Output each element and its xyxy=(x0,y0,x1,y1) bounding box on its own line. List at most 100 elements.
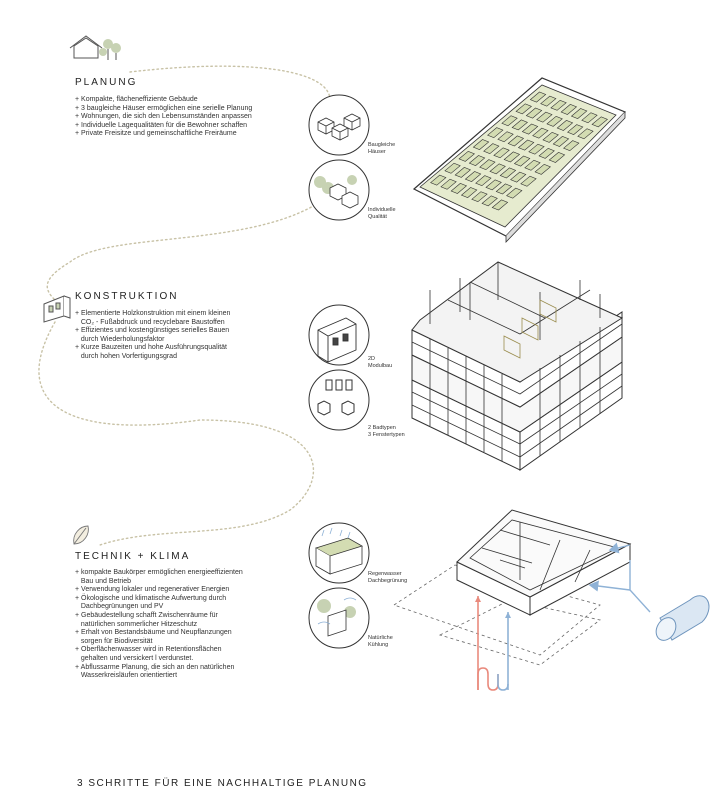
solar-panel xyxy=(513,155,531,167)
solar-panel xyxy=(497,131,514,143)
callout-circle-rainwater xyxy=(308,522,370,584)
section-heading-planung: PLANUNG xyxy=(75,77,138,88)
solar-panel xyxy=(532,127,549,139)
page-footer-title: 3 SCHRITTE FÜR EINE NACHHALTIGE PLANUNG xyxy=(77,778,368,789)
bullet-item: + 3 baugleiche Häuser ermöglichen eine s… xyxy=(75,104,253,112)
bullet-item: sorgen für Biodiversität xyxy=(75,637,153,645)
callout-caption-rainwater: Regenwasser Dachbegrünung xyxy=(368,571,408,584)
solar-panel xyxy=(538,147,555,159)
callout-caption-module: 2D Modulbau xyxy=(368,356,393,369)
solar-panel xyxy=(468,155,486,166)
solar-panel xyxy=(524,159,541,171)
solar-panel xyxy=(503,151,521,163)
bullet-item: + Gebäudestellung schafft Zwischenräume … xyxy=(75,611,218,619)
solar-panel xyxy=(499,167,517,179)
solar-panel xyxy=(475,175,492,187)
solar-panel xyxy=(560,104,578,115)
solar-panel xyxy=(444,162,461,174)
solar-panel xyxy=(472,139,490,150)
solar-panel xyxy=(552,136,570,147)
bullet-item: + Private Freisitze und gemeinschaftlich… xyxy=(75,130,237,138)
solar-panel xyxy=(591,116,608,128)
solar-panel xyxy=(501,115,518,127)
callout-circle-cooling xyxy=(308,587,370,649)
floor-plan-energy-diagram xyxy=(393,509,710,691)
solar-panel xyxy=(483,143,500,155)
solar-panel xyxy=(460,187,478,198)
section-heading-technik-klima: TECHNIK + KLIMA xyxy=(75,551,191,562)
solar-panel xyxy=(520,175,537,187)
bullet-item: + Wohnungen, die sich den Lebensumstände… xyxy=(75,113,252,121)
bullet-item: + Effizientes und kostengünstiges seriel… xyxy=(75,327,230,335)
solar-panel xyxy=(430,174,447,186)
bullet-item: + Individuelle Lagequalitäten für die Be… xyxy=(75,121,248,129)
solar-panel xyxy=(581,112,598,124)
solar-panel xyxy=(546,115,563,127)
solar-panel xyxy=(563,140,580,152)
bullet-item: Dachbegrünungen und PV xyxy=(75,603,164,611)
callout-caption-cooling: Natürliche Kühlung xyxy=(368,635,393,648)
solar-panel xyxy=(567,124,584,135)
solar-panel xyxy=(485,179,502,191)
bullet-item: Bau und Betrieb xyxy=(75,577,132,585)
bullet-item: gehalten und versickert l verdunstet. xyxy=(75,654,194,662)
solar-panel xyxy=(517,139,535,151)
timber-module-icon xyxy=(43,295,71,323)
solar-panel xyxy=(528,143,545,155)
section-heading-konstruktion: KONSTRUKTION xyxy=(75,291,179,302)
isometric-building-model xyxy=(411,261,624,471)
bullet-item: + Abflussarme Planung, die sich an den n… xyxy=(75,663,235,671)
bullet-item: + Kompakte, flächeneffiziente Gebäude xyxy=(75,96,198,103)
solar-panel xyxy=(540,95,557,107)
solar-panel xyxy=(491,199,509,211)
solar-panel xyxy=(481,195,498,207)
bullet-list-planung: + Kompakte, flächeneffiziente Gebäude+ 3… xyxy=(75,96,252,139)
bullet-item: + Ökologische und klimatische Aufwertung… xyxy=(75,594,227,602)
bullet-item: + Erhalt von Bestandsbäume und Neupflanz… xyxy=(75,629,232,637)
solar-panel xyxy=(506,187,523,199)
solar-panel xyxy=(515,103,532,115)
solar-panel xyxy=(464,171,482,182)
solar-panel xyxy=(542,131,559,143)
bullet-item: natürlichen sommerlicher Hitzeschutz xyxy=(75,620,198,628)
leaf-icon xyxy=(73,525,89,545)
solar-panel xyxy=(550,99,567,111)
bullet-list-technik-klima: + kompakte Baukörper ermöglichen energie… xyxy=(75,569,243,681)
solar-panel xyxy=(450,183,468,194)
solar-panel xyxy=(510,171,527,183)
callout-circle-houses xyxy=(308,94,370,156)
solar-panel xyxy=(577,128,594,140)
bullet-item: + Elementierte Holzkonstruktion mit eine… xyxy=(75,310,231,317)
solar-panel xyxy=(536,111,553,123)
solar-panel xyxy=(511,119,528,131)
solar-panel xyxy=(556,120,574,131)
solar-panel xyxy=(507,135,525,147)
solar-panel xyxy=(487,127,504,139)
callout-caption-quality: Individuelle Qualität xyxy=(368,207,396,220)
callout-circle-types xyxy=(308,369,370,431)
bullet-item: + Verwendung lokaler und regenerativer E… xyxy=(75,586,230,594)
solar-panel xyxy=(525,107,543,119)
bullet-list-konstruktion: + Elementierte Holzkonstruktion mit eine… xyxy=(75,310,230,362)
callout-circle-quality xyxy=(308,159,370,221)
bullet-item: Wasserkreisläufen orientiertiert xyxy=(75,672,178,680)
solar-panel xyxy=(495,183,513,195)
callout-caption-types: 2 Badtypen 3 Fenstertypen xyxy=(368,425,405,438)
bullet-item: durch hohen Vorfertigungsgrad xyxy=(75,352,177,360)
callout-circle-module xyxy=(308,304,370,366)
solar-panel xyxy=(534,163,551,175)
solar-panel xyxy=(570,108,588,119)
solar-panel xyxy=(489,163,506,175)
bullet-item: + Oberflächenwasser wird in Retentionsfl… xyxy=(75,646,222,654)
solar-panel xyxy=(521,123,539,135)
callout-caption-houses: Baugleiche Häuser xyxy=(368,142,396,155)
solar-panel xyxy=(440,178,457,190)
solar-panel xyxy=(471,191,488,203)
solar-panel xyxy=(548,152,566,163)
bullet-item: + Kurze Bauzeiten und hohe Ausführungsqu… xyxy=(75,344,227,352)
house-tree-icon xyxy=(69,35,121,60)
bullet-item: CO₂ - Fußabdruck und recyclebare Baustof… xyxy=(75,318,225,326)
solar-panel xyxy=(479,159,496,171)
solar-panel xyxy=(493,147,510,159)
